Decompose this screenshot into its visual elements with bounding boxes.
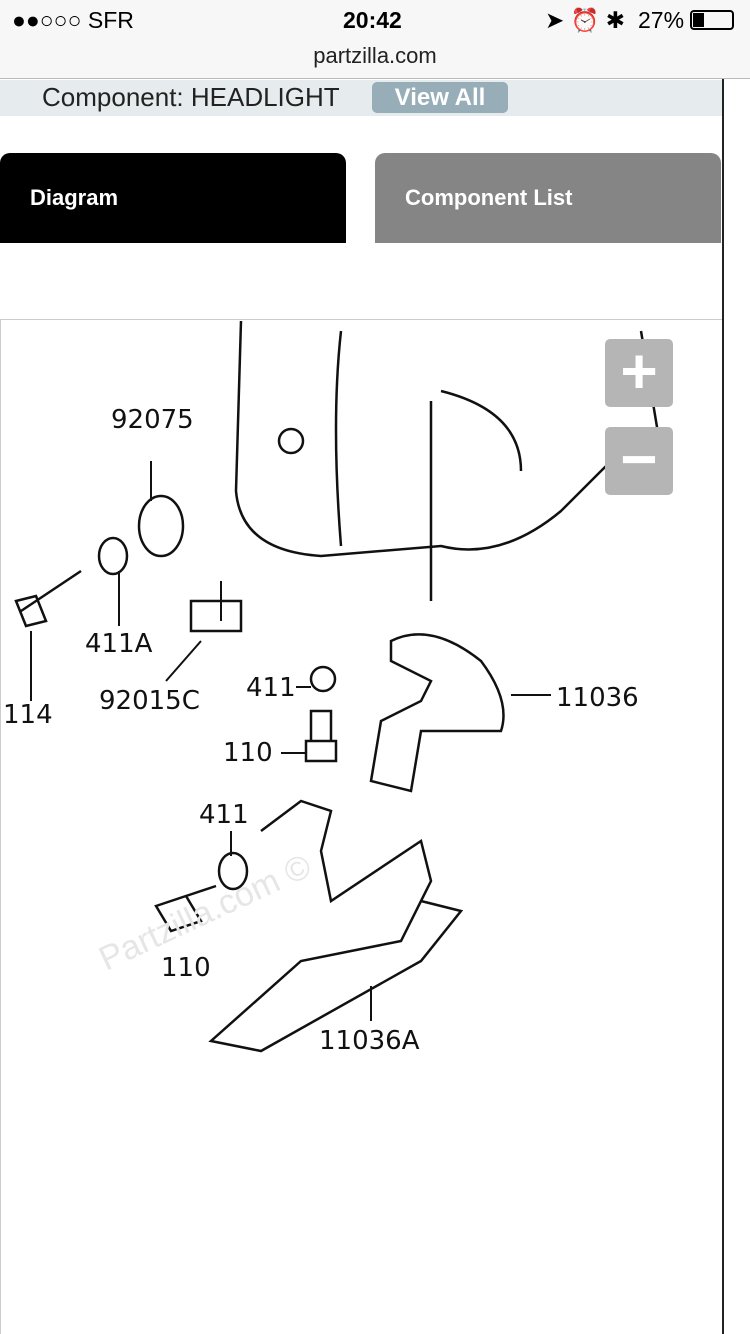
- label-114: 114: [3, 700, 53, 730]
- label-411: 411: [246, 673, 296, 703]
- headlight-housing: [234, 320, 663, 558]
- part-114: [14, 569, 82, 628]
- label-11036: 11036: [556, 683, 639, 713]
- part-92015C: [189, 599, 243, 633]
- clock: 20:42: [343, 7, 402, 33]
- label-411A: 411A: [85, 629, 153, 659]
- tab-component-list[interactable]: Component List: [375, 153, 721, 243]
- zoom-in-button[interactable]: +: [605, 339, 673, 407]
- label-92075: 92075: [111, 405, 194, 435]
- carrier: ●●○○○ SFR: [12, 7, 134, 33]
- browser-bar: ●●○○○ SFR 20:42 ➤ ⏰ ✱ 27% partzilla.com: [0, 0, 750, 79]
- diagram-drawing: 92075 411A 114 92015C 411 110 11036 411 …: [3, 320, 663, 1056]
- url-bar[interactable]: partzilla.com: [313, 43, 437, 68]
- battery-icon: [690, 10, 734, 30]
- part-110-b: [154, 884, 217, 933]
- parts-diagram[interactable]: 92075 411A 114 92015C 411 110 11036 411 …: [0, 319, 722, 1334]
- part-110: [304, 709, 338, 763]
- status-bar: ●●○○○ SFR 20:42 ➤ ⏰ ✱ 27%: [0, 0, 750, 40]
- status-icons: ➤ ⏰ ✱: [545, 7, 625, 33]
- page-edge: [722, 79, 750, 1334]
- view-all-button[interactable]: View All: [372, 82, 508, 113]
- battery-percent: 27%: [638, 7, 685, 33]
- part-11036: [369, 633, 505, 793]
- label-411-b: 411: [199, 800, 249, 830]
- tab-diagram[interactable]: Diagram: [0, 153, 346, 243]
- component-header: Component: HEADLIGHT View All: [0, 80, 722, 116]
- mount-hole: [277, 427, 305, 455]
- part-11036A: [208, 799, 464, 1053]
- component-title: Component: HEADLIGHT: [42, 82, 340, 112]
- part-92075: [137, 494, 185, 558]
- label-92015C: 92015C: [99, 686, 200, 716]
- part-411-b: [217, 851, 249, 891]
- label-11036A: 11036A: [319, 1026, 420, 1056]
- zoom-out-button[interactable]: −: [605, 427, 673, 495]
- label-110-b: 110: [161, 953, 211, 983]
- part-411A: [97, 536, 129, 576]
- part-411: [309, 665, 337, 693]
- label-110: 110: [223, 738, 273, 768]
